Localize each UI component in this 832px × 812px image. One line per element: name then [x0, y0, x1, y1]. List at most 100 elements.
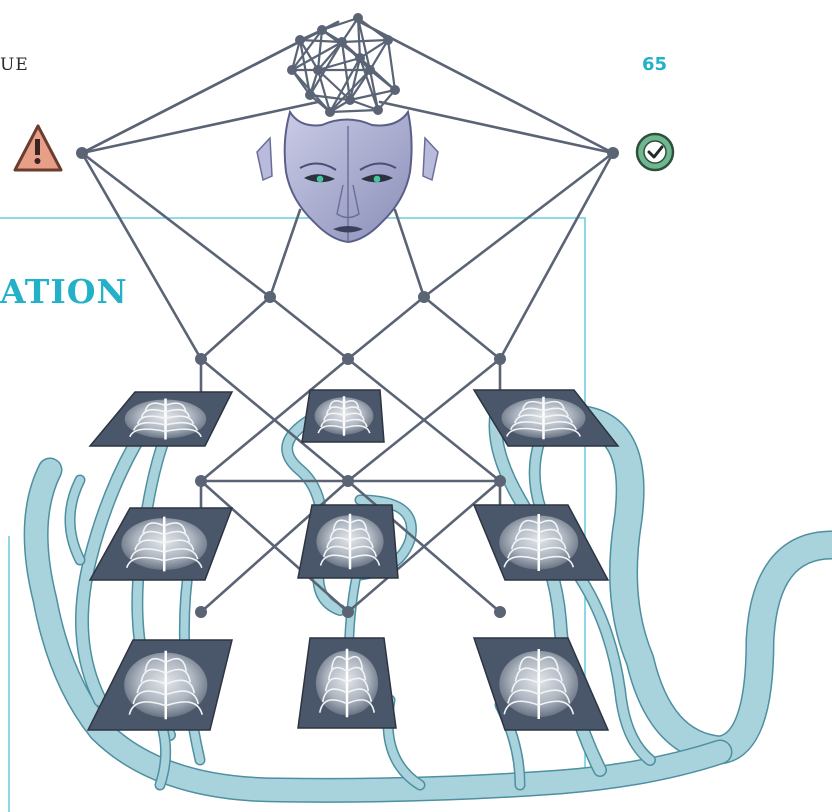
- vessel: [66, 476, 84, 564]
- xray-rib: [165, 415, 195, 425]
- xray-rib: [165, 402, 187, 412]
- xray-rib: [343, 412, 365, 421]
- xray-rib: [140, 668, 167, 683]
- network-edge: [80, 151, 203, 361]
- brain-edge: [316, 69, 332, 113]
- brain-node: [365, 65, 375, 75]
- xray-rib: [320, 418, 345, 428]
- network-edge: [199, 295, 272, 361]
- xray-rib: [543, 420, 578, 431]
- xray-rib: [140, 408, 166, 418]
- xray-rib: [132, 690, 167, 705]
- xray-rib: [346, 699, 376, 713]
- network-edge: [346, 357, 502, 483]
- brain-edge: [329, 69, 371, 113]
- xray-rib: [543, 427, 582, 437]
- content-frame: [0, 217, 586, 790]
- xray-rib: [327, 666, 348, 681]
- xray-card: [472, 504, 610, 581]
- xray-rib: [325, 406, 345, 415]
- network-node: [195, 475, 207, 487]
- xray-rib: [332, 519, 351, 531]
- vessel: [25, 459, 731, 802]
- network-node: [342, 606, 354, 618]
- xray-rib: [509, 420, 544, 431]
- brain-edge: [356, 17, 362, 59]
- warning-triangle-icon: [13, 124, 63, 172]
- brain-node: [355, 53, 365, 63]
- brain-node: [353, 13, 363, 23]
- brain-node: [325, 107, 335, 117]
- xray-rib: [165, 428, 202, 438]
- network-node: [264, 291, 276, 303]
- network-node: [418, 291, 430, 303]
- brain-edge: [290, 39, 302, 71]
- xray-rib: [128, 701, 167, 715]
- xray-card: [472, 389, 620, 447]
- xray-rib: [538, 519, 559, 532]
- brain-edge: [298, 39, 312, 96]
- network-node: [494, 475, 506, 487]
- xray-rib: [538, 537, 567, 550]
- xray-rib: [324, 677, 348, 692]
- xray-rib: [132, 421, 166, 431]
- xray-card: [297, 504, 399, 579]
- xray-rib: [514, 528, 540, 541]
- network-edge: [346, 295, 426, 361]
- xray-rib: [330, 655, 348, 670]
- xray-rib: [134, 539, 165, 551]
- xray-rib: [346, 688, 373, 703]
- xray-rib: [346, 655, 364, 670]
- check-circle-icon: [635, 132, 675, 172]
- network-edge: [199, 479, 350, 614]
- xray-rib: [136, 679, 167, 694]
- xray-rib: [165, 668, 192, 683]
- xray-rib: [343, 418, 368, 428]
- network-edge: [268, 208, 302, 299]
- xray-rib: [505, 427, 544, 437]
- network-node: [76, 147, 88, 159]
- xray-rib: [326, 536, 351, 549]
- network-node: [342, 353, 354, 365]
- xray-rib: [163, 539, 195, 551]
- brain-node: [345, 95, 355, 105]
- network-edge: [80, 151, 272, 299]
- brain-edge: [356, 17, 372, 71]
- brain-edge: [291, 29, 323, 71]
- xray-rib: [538, 555, 575, 568]
- xray-card: [88, 507, 234, 581]
- brain-edge: [321, 16, 359, 32]
- brain-node: [295, 35, 305, 45]
- xray-rib: [503, 555, 539, 568]
- xray-rib: [165, 408, 191, 418]
- brain-edge: [359, 39, 389, 59]
- brain-node: [305, 90, 315, 100]
- xray-rib: [513, 414, 544, 424]
- network-node: [342, 475, 354, 487]
- xray-rib: [538, 528, 563, 541]
- network-edge: [80, 100, 320, 155]
- xray-rib: [538, 700, 575, 715]
- brain-edge: [329, 57, 361, 113]
- xray-rib: [163, 522, 187, 534]
- xray-card: [297, 637, 397, 729]
- xray-rib: [507, 689, 540, 704]
- brain-edge: [317, 69, 351, 101]
- xray-rib: [165, 701, 203, 715]
- xray-rib: [165, 421, 199, 431]
- network-edge: [199, 357, 350, 483]
- xray-rib: [138, 530, 165, 543]
- xray-rib: [165, 657, 188, 672]
- xray-rib: [165, 690, 199, 705]
- xray-rib: [321, 688, 348, 703]
- brain-edge: [348, 57, 362, 101]
- xray-rib: [538, 546, 571, 559]
- xray-rib: [510, 537, 540, 550]
- brain-node: [317, 25, 327, 35]
- network-edge: [393, 208, 426, 299]
- network-edge: [346, 479, 502, 614]
- network-edge: [358, 20, 615, 155]
- brain-edge: [358, 57, 380, 111]
- brain-node: [373, 105, 383, 115]
